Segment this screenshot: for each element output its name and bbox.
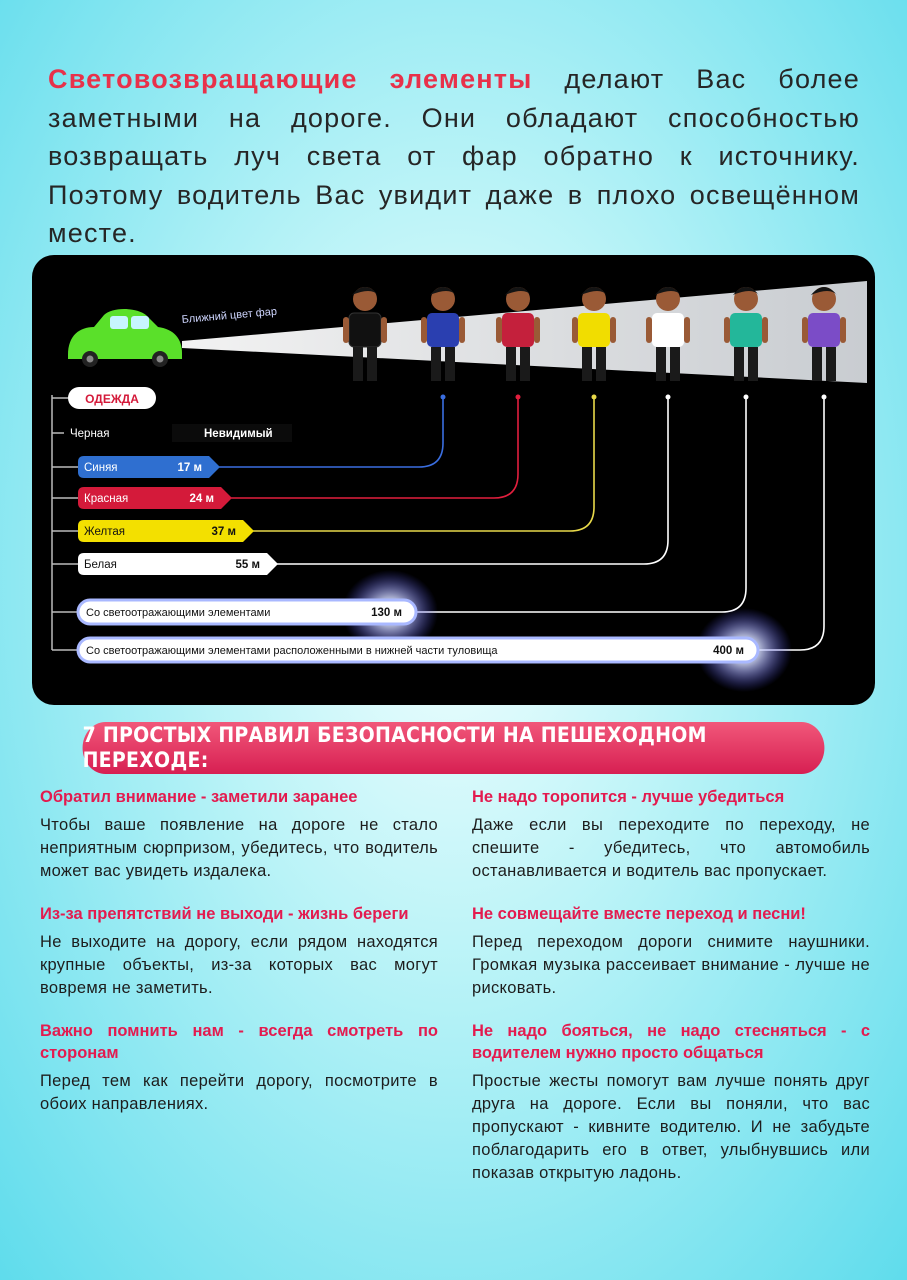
row-value: 24 м xyxy=(190,493,215,505)
row-label: Черная xyxy=(70,428,109,440)
pedestrian-figure xyxy=(724,287,768,381)
intro-body: делают Вас более заметными на дороге. Он… xyxy=(48,64,860,248)
rule-text: Не выходите на дорогу, если рядом находя… xyxy=(40,933,438,997)
row-label: Синяя xyxy=(84,462,118,474)
rule-item: Обратил внимание - заметили заранее Чтоб… xyxy=(40,786,438,883)
row-label: Белая xyxy=(84,559,117,571)
pedestrian-figure xyxy=(646,287,690,381)
rule-item: Не надо торопится - лучше убедиться Даже… xyxy=(472,786,870,883)
connector-dot xyxy=(665,394,671,400)
rule-title: Из-за препятствий не выходи - жизнь бере… xyxy=(40,905,409,923)
rule-item: Не совмещайте вместе переход и песни! Пе… xyxy=(472,903,870,1000)
connector-dot xyxy=(515,394,521,400)
row-value: 55 м xyxy=(236,559,261,571)
connector-line xyxy=(362,395,747,613)
rule-item: Важно помнить нам - всегда смотреть по с… xyxy=(40,1020,438,1116)
rules-banner: 7 ПРОСТЫХ ПРАВИЛ БЕЗОПАСНОСТИ НА ПЕШЕХОД… xyxy=(82,722,825,774)
pedestrian-figure xyxy=(572,287,616,381)
row-tab xyxy=(78,520,254,542)
connector-dot xyxy=(591,394,597,400)
rule-item: Не надо бояться, не надо стесняться - с … xyxy=(472,1020,870,1185)
intro-highlight: Световозвращающие элементы xyxy=(48,64,533,94)
connector-dot xyxy=(821,394,827,400)
rule-title: Не надо торопится - лучше убедиться xyxy=(472,788,785,806)
row-value: 17 м xyxy=(178,462,203,474)
pedestrian-figure xyxy=(343,287,387,381)
visibility-diagram-svg: Ближний цвет фар ОДЕЖДА Черная НевидимыйСи… xyxy=(51,281,867,692)
rule-title: Не совмещайте вместе переход и песни! xyxy=(472,905,806,923)
rule-text: Простые жесты помогут вам лучше понять д… xyxy=(472,1072,870,1182)
pedestrian-figure xyxy=(802,287,846,381)
row-label: Со светоотражающими элементами расположе… xyxy=(86,645,498,657)
row-tab xyxy=(78,487,232,509)
row-value: 400 м xyxy=(713,645,744,657)
connector-dot xyxy=(440,394,446,400)
row-tab xyxy=(78,456,220,478)
rule-item: Из-за препятствий не выходи - жизнь бере… xyxy=(40,903,438,1000)
connector-line xyxy=(252,395,669,565)
beam-label: Ближний цвет фар xyxy=(181,306,277,326)
row-label: Красная xyxy=(84,493,128,505)
pedestrian-figure xyxy=(496,287,540,381)
row-tab xyxy=(76,598,418,626)
connector-line xyxy=(712,395,825,651)
rule-title: Важно помнить нам - всегда смотреть по с… xyxy=(40,1022,438,1062)
car-icon xyxy=(68,309,182,367)
rule-text: Перед переходом дороги снимите наушники.… xyxy=(472,933,870,997)
pedestrian-figure xyxy=(421,287,465,381)
rule-text: Чтобы ваше появление на дороге не стало … xyxy=(40,816,438,880)
clothing-label: ОДЕЖДА xyxy=(85,392,139,406)
intro-text: Световозвращающие элементы делают Вас бо… xyxy=(48,60,860,253)
row-value: 130 м xyxy=(371,607,402,619)
row-value: 37 м xyxy=(212,526,237,538)
row-value: Невидимый xyxy=(204,428,273,440)
connector-line xyxy=(228,395,595,532)
connector-line xyxy=(207,395,519,499)
rules-left-column: Обратил внимание - заметили заранее Чтоб… xyxy=(40,786,438,1136)
connector-line xyxy=(195,395,444,468)
rule-title: Обратил внимание - заметили заранее xyxy=(40,788,358,806)
row-label: Желтая xyxy=(84,526,125,538)
row-label: Со светоотражающими элементами xyxy=(86,607,270,619)
rule-text: Перед тем как перейти дорогу, посмотрите… xyxy=(40,1072,438,1113)
row-tab xyxy=(76,636,760,664)
rule-title: Не надо бояться, не надо стесняться - с … xyxy=(472,1022,870,1062)
rules-right-column: Не надо торопится - лучше убедиться Даже… xyxy=(472,786,870,1205)
row-tab xyxy=(78,553,278,575)
rule-text: Даже если вы переходите по переходу, не … xyxy=(472,816,870,880)
connector-dot xyxy=(743,394,749,400)
